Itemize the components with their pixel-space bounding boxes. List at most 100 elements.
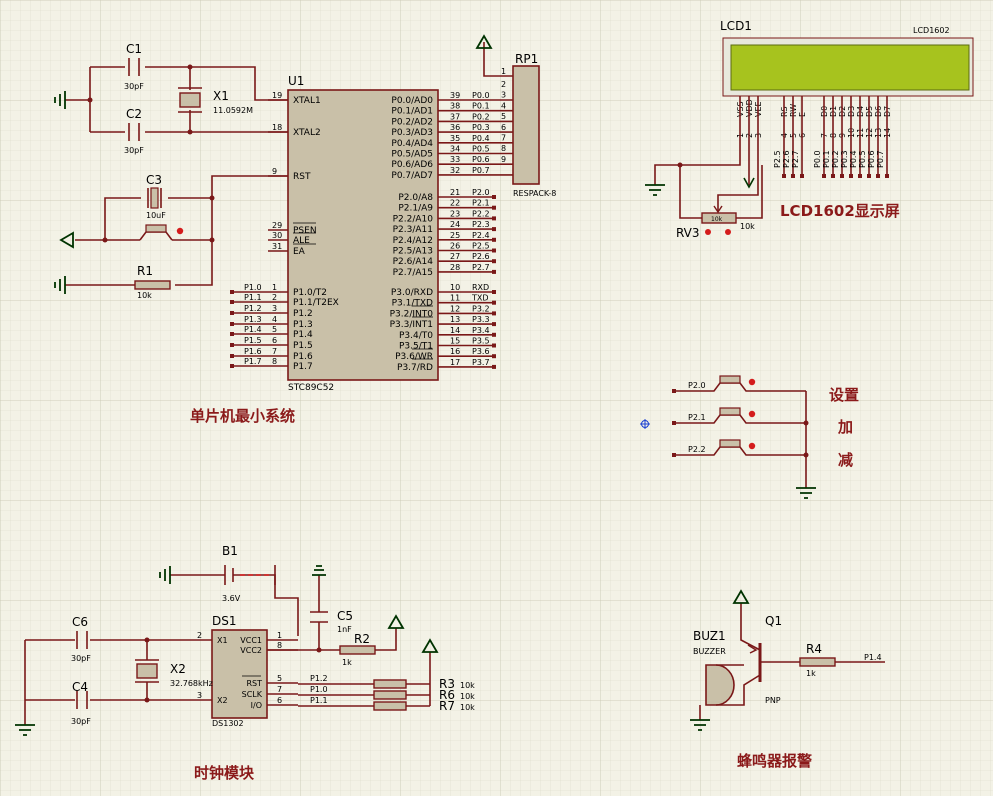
ground-icon — [796, 487, 816, 499]
net-terminal[interactable] — [492, 354, 496, 359]
u1-pin-name: P0.6/AD6 — [391, 160, 433, 170]
c5-symbol[interactable] — [310, 611, 328, 623]
u1-pin-number: 22 — [450, 199, 460, 208]
buz1-ref: BUZ1 — [693, 629, 726, 643]
net-terminal[interactable] — [876, 174, 880, 178]
lcd-screen[interactable] — [730, 44, 970, 91]
net-terminal[interactable] — [492, 248, 496, 253]
reset-button[interactable] — [145, 224, 167, 233]
r6-resistor[interactable] — [373, 690, 407, 700]
net-terminal[interactable] — [791, 174, 795, 178]
b1-cell — [224, 565, 234, 585]
net-terminal[interactable] — [867, 174, 871, 178]
net-terminal[interactable] — [230, 364, 234, 368]
ground-icon — [54, 276, 66, 294]
buzzer-icon[interactable] — [705, 664, 735, 706]
u1-net-label: P1.4 — [244, 325, 262, 334]
clock-section: DS1 DS1302 2X13X21VCC18VCC25RST7SCLK6I/O… — [15, 544, 475, 782]
button-actuator-dot — [176, 227, 184, 235]
rv3-potentiometer[interactable] — [701, 212, 737, 224]
rv3-wire — [736, 165, 763, 219]
c3-ref: C3 — [146, 173, 162, 187]
rv3-adjust-dot — [725, 229, 731, 235]
u1-pin-name: P0.4/AD4 — [391, 139, 433, 149]
net-terminal[interactable] — [492, 227, 496, 232]
net-terminal[interactable] — [492, 300, 496, 305]
u1-pin-name: P2.5/A13 — [393, 247, 433, 257]
net-terminal[interactable] — [492, 290, 496, 294]
net-terminal[interactable] — [230, 322, 234, 326]
u1-net-label: P1.2 — [244, 304, 262, 313]
net-terminal[interactable] — [230, 300, 234, 304]
ds1-body[interactable] — [211, 629, 268, 719]
net-terminal[interactable] — [492, 195, 496, 199]
u1-net-label: P2.1 — [472, 199, 490, 208]
c2-ref: C2 — [126, 107, 142, 121]
c6-symbol[interactable] — [76, 631, 88, 649]
x2-plates — [135, 659, 159, 683]
net-terminal[interactable] — [492, 322, 496, 327]
junction-dot — [677, 162, 683, 168]
r2-resistor[interactable] — [339, 645, 376, 655]
net-terminal[interactable] — [230, 343, 234, 347]
c3-symbol[interactable] — [147, 188, 162, 208]
net-terminal[interactable] — [492, 364, 496, 369]
u1-net-label: TXD — [471, 294, 489, 303]
x1-crystal-icon[interactable] — [179, 92, 201, 108]
push-button[interactable] — [719, 407, 741, 416]
net-terminal[interactable] — [230, 311, 234, 315]
net-terminal[interactable] — [840, 174, 844, 178]
net-terminal[interactable] — [492, 205, 496, 210]
u1-pin-number: 8 — [272, 357, 277, 366]
push-button[interactable] — [719, 375, 741, 384]
q1-ref: Q1 — [765, 614, 782, 628]
net-terminal[interactable] — [858, 174, 862, 178]
net-terminal[interactable] — [849, 174, 853, 178]
ds1-pin-number: 1 — [277, 631, 282, 640]
net-terminal[interactable] — [492, 332, 496, 337]
junction-dot — [316, 647, 322, 653]
net-terminal[interactable] — [492, 237, 496, 242]
net-terminal[interactable] — [800, 174, 804, 178]
net-terminal[interactable] — [885, 174, 889, 178]
r7-ref: R7 — [439, 699, 455, 713]
u1-body[interactable] — [287, 89, 439, 381]
net-terminal[interactable] — [492, 311, 496, 316]
rp1-pin-number: 1 — [501, 67, 506, 76]
r1-resistor[interactable] — [134, 280, 171, 290]
net-terminal[interactable] — [822, 174, 826, 178]
net-terminal[interactable] — [230, 290, 234, 294]
rp1-pin-number: 9 — [501, 155, 506, 164]
u1-net-label: P2.6 — [472, 252, 490, 261]
rst-wire — [175, 175, 288, 286]
u1-pin-name: P0.7/AD7 — [391, 171, 433, 181]
u1-pin-number: 23 — [450, 209, 460, 218]
net-terminal[interactable] — [782, 174, 786, 178]
net-terminal[interactable] — [230, 354, 234, 358]
lcd-ref: LCD1 — [720, 19, 752, 33]
r4-resistor[interactable] — [799, 657, 836, 667]
rp1-body[interactable] — [512, 65, 540, 185]
c1-symbol[interactable] — [128, 58, 140, 76]
u1-pin-name: P3.2/INT0 — [390, 309, 434, 319]
net-terminal[interactable] — [492, 269, 496, 274]
net-terminal[interactable] — [230, 332, 234, 336]
net-terminal[interactable] — [492, 216, 496, 221]
r7-resistor[interactable] — [373, 701, 407, 711]
net-terminal[interactable] — [492, 343, 496, 348]
u1-net-label: P1.6 — [244, 347, 262, 356]
x1-ref: X1 — [213, 89, 229, 103]
r3-resistor[interactable] — [373, 679, 407, 689]
u1-pin-number: 16 — [450, 347, 460, 356]
net-terminal[interactable] — [831, 174, 835, 178]
net-terminal[interactable] — [492, 259, 496, 264]
r4-ref: R4 — [806, 642, 822, 656]
c6-value: 30pF — [71, 654, 91, 663]
c4-symbol[interactable] — [76, 691, 88, 709]
u1-net-label: P0.3 — [472, 123, 490, 132]
x2-crystal-icon[interactable] — [136, 663, 158, 679]
u1-pin-name: P0.3/AD3 — [391, 128, 433, 138]
c2-symbol[interactable] — [128, 123, 140, 141]
push-button[interactable] — [719, 439, 741, 448]
u1-right-pins: 39P0.0/AD0P0.038P0.1/AD1P0.137P0.2/AD2P0… — [390, 91, 513, 373]
